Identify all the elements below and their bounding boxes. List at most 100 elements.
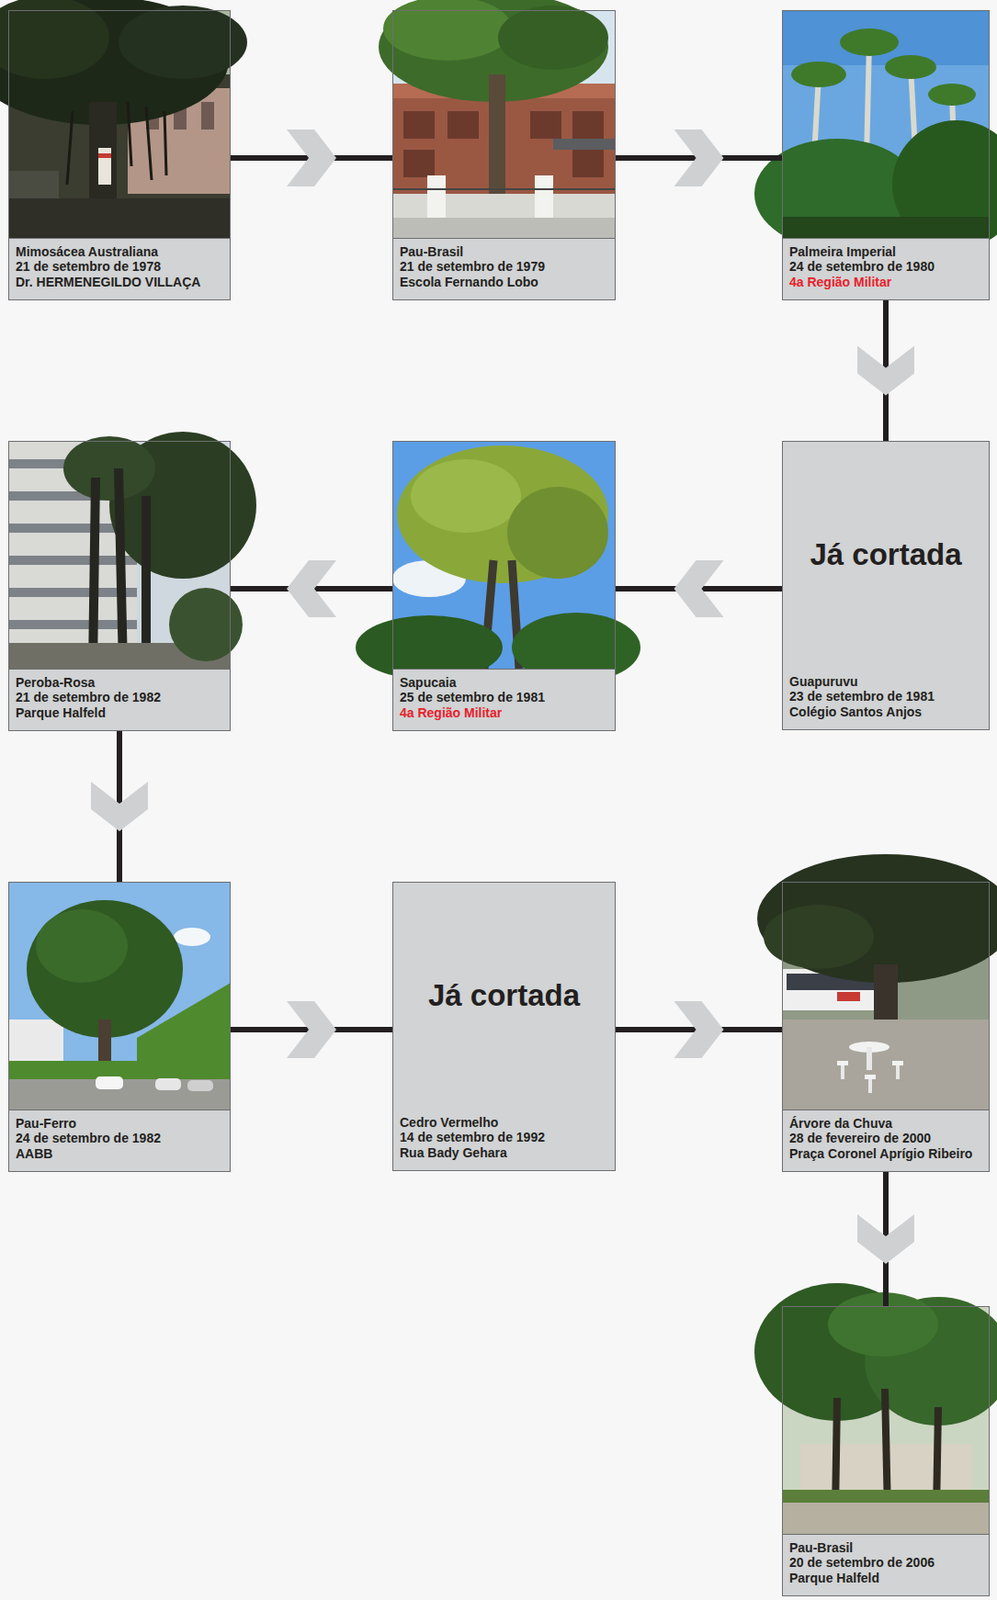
photo-arvore-chuva-shape <box>864 1075 876 1080</box>
chevron-arrow <box>857 1214 915 1265</box>
photo-pau-brasil-escola-shape <box>392 217 616 238</box>
photo-pau-brasil-escola-shape <box>427 175 446 218</box>
caption-panel: Peroba-Rosa21 de setembro de 1982Parque … <box>9 668 230 731</box>
photo-area <box>782 1307 989 1535</box>
chevron-arrow <box>857 346 915 397</box>
flow-connector <box>230 129 393 187</box>
photo-palmeira-shape <box>781 10 990 66</box>
status-area: Já cortada <box>393 883 615 1111</box>
planting-location: 4a Região Militar <box>399 705 610 721</box>
photo-pau-ferro-shape <box>173 928 211 947</box>
tree-name: Cedro Vermelho <box>399 1115 610 1131</box>
planting-location: Colégio Santos Anjos <box>789 704 984 720</box>
photo-pau-ferro-shape <box>35 909 128 984</box>
photo-pau-brasil-escola-shape <box>392 193 616 218</box>
flow-connector <box>615 560 782 618</box>
caption-panel: Pau-Brasil21 de setembro de 1979Escola F… <box>393 237 615 300</box>
photo-pau-brasil-parque <box>754 1283 997 1535</box>
photo-peroba-shape <box>63 436 156 501</box>
planting-date: 14 de setembro de 1992 <box>399 1130 610 1145</box>
photo-pau-ferro-shape <box>187 1080 214 1092</box>
photo-pau-brasil-escola <box>378 0 616 238</box>
planting-location: 4a Região Militar <box>789 274 984 290</box>
planting-location: Parque Halfeld <box>789 1571 984 1587</box>
caption-panel: Palmeira Imperial24 de setembro de 19804… <box>782 237 989 300</box>
photo-mimosacea-shape <box>67 101 167 185</box>
caption-panel: Cedro Vermelho14 de setembro de 1992Rua … <box>393 1110 615 1171</box>
tree-photo-card: Pau-Brasil21 de setembro de 1979Escola F… <box>392 10 616 301</box>
caption-panel: Guapuruvu23 de setembro de 1981Colégio S… <box>782 668 989 730</box>
null-shape-shape <box>447 111 479 139</box>
photo-mimosacea-shape <box>8 170 59 199</box>
status-area: Já cortada <box>782 441 989 669</box>
photo-arvore-chuva-shape <box>895 1065 900 1080</box>
chevron-arrow <box>674 560 725 618</box>
flow-connector <box>230 560 393 618</box>
chevron-arrow <box>286 1001 337 1059</box>
tree-name: Sapucaia <box>399 675 610 691</box>
status-label: Já cortada <box>809 538 962 572</box>
caption-panel: Mimosácea Australiana21 de setembro de 1… <box>9 237 230 300</box>
tree-name: Peroba-Rosa <box>15 675 225 691</box>
null-shape-shape <box>572 111 604 139</box>
photo-arvore-chuva-shape <box>866 1047 873 1071</box>
flow-connector <box>230 1001 393 1059</box>
tree-name: Árvore da Chuva <box>789 1116 984 1132</box>
photo-sapucaia-shape <box>396 445 609 584</box>
photo-mimosacea-shape <box>98 147 112 185</box>
photo-mimosacea-shape <box>0 0 110 80</box>
tree-name: Mimosácea Australiana <box>15 244 225 260</box>
null-shape-shape <box>884 55 937 80</box>
caption-panel: Sapucaia25 de setembro de 19814a Região … <box>393 668 615 731</box>
photo-sapucaia <box>355 441 641 683</box>
flow-connector <box>857 300 915 442</box>
null-shape-shape <box>928 83 976 106</box>
photo-arvore-chuva-shape <box>757 854 997 984</box>
chevron-arrow <box>674 1001 725 1059</box>
photo-area <box>393 11 615 238</box>
photo-area <box>393 441 615 669</box>
photo-pau-ferro-shape <box>8 1019 64 1062</box>
felled-tree-card: Já cortadaGuapuruvu23 de setembro de 198… <box>781 441 990 731</box>
photo-arvore-chuva-shape <box>837 1061 849 1066</box>
tree-name: Pau-Brasil <box>399 244 610 260</box>
photo-mimosacea <box>0 0 248 238</box>
photo-arvore-chuva-shape <box>763 905 874 970</box>
photo-palmeira-shape <box>781 216 990 238</box>
tree-photo-card: Sapucaia25 de setembro de 19814a Região … <box>392 441 616 732</box>
planting-date: 21 de setembro de 1979 <box>399 259 610 274</box>
planting-location: AABB <box>15 1146 225 1162</box>
photo-pau-brasil-parque-shape <box>781 1490 990 1504</box>
photo-mimosacea-shape <box>201 101 215 130</box>
chevron-arrow <box>674 129 725 187</box>
photo-area <box>782 11 989 238</box>
photo-mimosacea-shape <box>8 198 231 238</box>
caption-panel: Árvore da Chuva28 de fevereiro de 2000Pr… <box>782 1110 989 1172</box>
photo-arvore-chuva-shape <box>868 1079 873 1094</box>
photo-pau-brasil-escola-shape <box>383 0 512 61</box>
photo-pau-ferro <box>8 882 231 1111</box>
photo-sapucaia-shape <box>410 459 522 533</box>
planting-date: 21 de setembro de 1978 <box>15 259 225 274</box>
planting-location: Rua Bady Gehara <box>399 1145 610 1161</box>
flow-connector <box>857 1172 915 1307</box>
photo-arvore-chuva-shape <box>892 1061 904 1066</box>
tree-name: Guapuruvu <box>789 674 984 690</box>
tree-photo-card: Peroba-Rosa21 de setembro de 1982Parque … <box>8 441 231 732</box>
tree-photo-card: Pau-Brasil20 de setembro de 2006Parque H… <box>781 1306 990 1598</box>
planting-location: Dr. HERMENEGILDO VILLAÇA <box>15 274 225 290</box>
photo-pau-ferro-shape <box>8 882 231 1111</box>
chevron-arrow <box>286 560 337 618</box>
chevron-arrow <box>286 129 337 187</box>
flow-connector <box>615 129 782 187</box>
photo-pau-brasil-escola-shape <box>534 175 554 218</box>
flow-connector <box>615 1001 782 1059</box>
felled-tree-card: Já cortadaCedro Vermelho14 de setembro d… <box>392 882 616 1172</box>
flow-connector <box>90 731 148 883</box>
null-shape-shape <box>791 61 847 88</box>
planting-location: Praça Coronel Aprígio Ribeiro <box>789 1146 984 1162</box>
photo-pau-brasil-escola-shape <box>553 138 616 150</box>
tree-photo-card: Árvore da Chuva28 de fevereiro de 2000Pr… <box>781 882 990 1173</box>
photo-pau-brasil-parque-shape <box>781 1503 990 1535</box>
